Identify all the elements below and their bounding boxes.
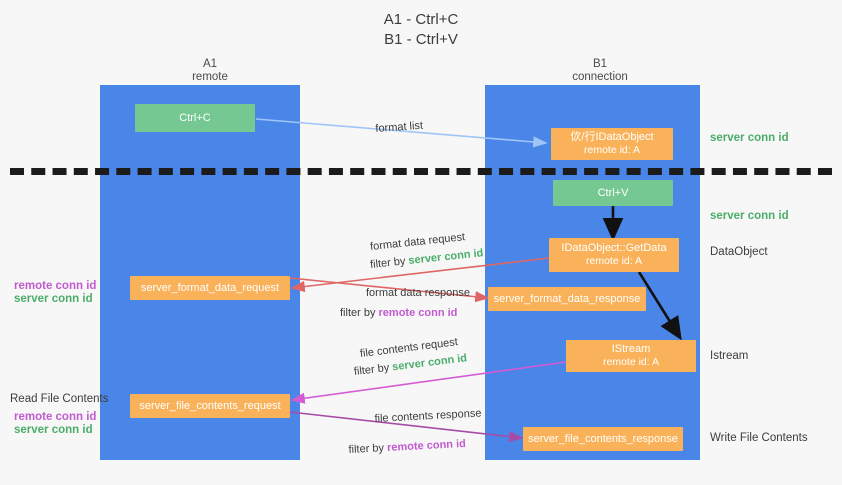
column-header-a1-sub: remote — [192, 71, 228, 83]
node-server-format-data-response[interactable]: server_format_data_response — [488, 287, 646, 311]
node-idataobject-top-line2: remote id: A — [583, 144, 641, 156]
node-ctrl-c-label: Ctrl+C — [179, 111, 211, 124]
annotation-format-data-response: format data response — [366, 286, 470, 301]
filter-by-label: filter by — [369, 255, 407, 272]
filter-by-label: filter by — [348, 442, 385, 457]
node-server-file-contents-request-label: server_file_contents_request — [139, 399, 281, 412]
side-label-server-conn-id-mid: server conn id — [710, 210, 789, 222]
node-idataobject-top-line1: 佽/行IDataObject — [570, 131, 654, 143]
node-server-file-contents-response[interactable]: server_file_contents_response — [523, 427, 683, 451]
node-server-format-data-request[interactable]: server_format_data_request — [130, 276, 290, 300]
filter-by-label: filter by — [340, 307, 376, 319]
node-server-format-data-request-label: server_format_data_request — [140, 281, 280, 294]
column-header-a1: A1 remote — [120, 58, 300, 84]
node-istream-line2: remote id: A — [602, 356, 660, 368]
node-server-format-data-response-label: server_format_data_response — [493, 292, 641, 305]
server-conn-id-token: server conn id — [407, 247, 484, 267]
column-header-a1-name: A1 — [202, 58, 218, 70]
phase-divider — [10, 168, 832, 175]
node-server-file-contents-request[interactable]: server_file_contents_request — [130, 394, 290, 418]
annotation-file-contents-response-text: file contents response — [374, 407, 482, 426]
node-ctrl-v-label: Ctrl+V — [597, 186, 629, 199]
title-line-1: A1 - Ctrl+C — [383, 11, 459, 28]
annotation-format-list: format list — [375, 119, 424, 137]
filter-by-label: filter by — [353, 361, 390, 379]
node-getdata-line2: remote id: A — [585, 255, 643, 267]
annotation-format-data-response-filter: filter by remote conn id — [340, 306, 457, 321]
annotation-file-contents-response: file contents response — [374, 406, 482, 427]
node-idataobject-top[interactable]: 佽/行IDataObject remote id: A — [551, 128, 673, 160]
node-getdata-line1: IDataObject::GetData — [561, 242, 667, 254]
node-server-file-contents-response-label: server_file_contents_response — [528, 432, 678, 445]
node-istream-line1: IStream — [611, 343, 651, 355]
side-label-istream: Istream — [710, 350, 749, 362]
legend-server-conn-id-upper: server conn id — [14, 293, 93, 305]
title-line-2: B1 - Ctrl+V — [384, 31, 458, 48]
node-getdata[interactable]: IDataObject::GetData remote id: A — [549, 238, 679, 272]
legend-remote-conn-id-upper: remote conn id — [14, 280, 97, 292]
page-title: A1 - Ctrl+C B1 - Ctrl+V — [0, 10, 842, 50]
side-label-read-file-contents: Read File Contents — [10, 393, 109, 405]
annotation-format-data-response-text: format data response — [366, 287, 470, 299]
remote-conn-id-token: remote conn id — [386, 437, 467, 454]
legend-remote-conn-id-lower: remote conn id — [14, 411, 97, 423]
column-header-b1-name: B1 — [592, 58, 608, 70]
node-ctrl-v[interactable]: Ctrl+V — [553, 180, 673, 206]
column-header-b1-sub: connection — [572, 71, 628, 83]
column-header-b1: B1 connection — [510, 58, 690, 84]
annotation-format-list-text: format list — [375, 119, 424, 136]
node-istream[interactable]: IStream remote id: A — [566, 340, 696, 372]
annotation-file-contents-response-filter: filter by remote conn id — [348, 437, 466, 458]
side-label-server-conn-id-top: server conn id — [710, 132, 789, 144]
side-label-write-file-contents: Write File Contents — [710, 432, 808, 444]
side-label-data-object: DataObject — [710, 246, 768, 258]
node-ctrl-c[interactable]: Ctrl+C — [135, 104, 255, 132]
legend-server-conn-id-lower: server conn id — [14, 424, 93, 436]
remote-conn-id-token: remote conn id — [378, 307, 458, 319]
